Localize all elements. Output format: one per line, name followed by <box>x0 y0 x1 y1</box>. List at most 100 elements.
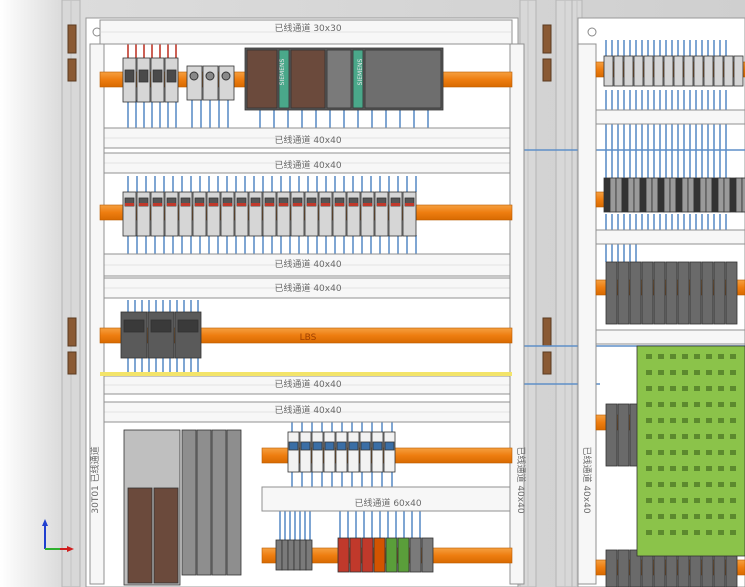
terminal-block <box>287 539 295 571</box>
io-module <box>665 261 678 325</box>
plate-slot <box>694 450 700 455</box>
terminal-block <box>687 177 695 213</box>
relay <box>287 431 300 473</box>
plate-slot <box>658 466 664 471</box>
terminal-block <box>663 55 674 87</box>
plate-slot <box>670 530 676 535</box>
breaker-stripe <box>237 203 246 206</box>
terminal-block <box>653 55 664 87</box>
plate-slot <box>658 530 664 535</box>
terminal-block <box>723 55 734 87</box>
terminal-block <box>675 177 683 213</box>
drive-axis-module <box>226 429 242 576</box>
plate-slot <box>682 530 688 535</box>
terminal-block <box>633 177 641 213</box>
right-vertical-label-a: 已线通道 40x40 <box>515 446 527 513</box>
fuse-cap <box>221 71 231 81</box>
relay <box>371 431 384 473</box>
plate-slot <box>670 354 676 359</box>
plate-slot <box>706 530 712 535</box>
rail-label: LBS <box>300 333 317 343</box>
devices <box>120 47 745 587</box>
terminal-block <box>603 55 614 87</box>
plate-slot <box>658 434 664 439</box>
plate-slot <box>682 434 688 439</box>
plate-slot <box>646 418 652 423</box>
plate-slot <box>682 354 688 359</box>
plate-slot <box>706 402 712 407</box>
plate-slot <box>694 434 700 439</box>
terminal-block <box>651 177 659 213</box>
plate-slot <box>646 370 652 375</box>
hinge <box>67 317 77 347</box>
plate-slot <box>682 498 688 503</box>
plate-slot <box>694 498 700 503</box>
contactor <box>147 311 175 359</box>
plate-slot <box>694 482 700 487</box>
plate-slot <box>694 386 700 391</box>
plate-slot <box>706 370 712 375</box>
relay-coil <box>372 441 383 451</box>
contactor <box>174 311 202 359</box>
breaker-stripe <box>279 203 288 206</box>
plate-slot <box>706 434 712 439</box>
plate-slot <box>682 482 688 487</box>
relay <box>311 431 324 473</box>
plate-slot <box>670 386 676 391</box>
drive-axis-module <box>181 429 197 576</box>
vertical-trunking-label: 30T01 已线通道 <box>89 446 101 513</box>
terminal-block <box>621 177 629 213</box>
fuse-holder <box>218 65 235 101</box>
plc-power-supply <box>246 49 278 109</box>
fuse-holder <box>202 65 219 101</box>
plate-slot <box>682 466 688 471</box>
terminal-block-colored <box>397 537 410 573</box>
terminal-block <box>681 177 689 213</box>
io-module <box>605 403 618 467</box>
plate-slot <box>718 498 724 503</box>
terminal-block <box>723 177 731 213</box>
io-module <box>629 549 642 587</box>
terminal-block <box>633 55 644 87</box>
plate-slot <box>694 418 700 423</box>
terminal-block <box>711 177 719 213</box>
terminal-block <box>703 55 714 87</box>
plate-slot <box>718 402 724 407</box>
plate-slot <box>706 466 712 471</box>
plate-slot <box>646 386 652 391</box>
plate-slot <box>682 402 688 407</box>
breaker-stripe <box>167 203 176 206</box>
breaker-stripe <box>223 203 232 206</box>
plate-slot <box>718 514 724 519</box>
plate-slot <box>670 514 676 519</box>
terminal-block <box>645 177 653 213</box>
terminal-block-colored <box>373 537 386 573</box>
terminal-block <box>733 55 744 87</box>
drive-axis-module <box>211 429 227 576</box>
terminal-block-colored <box>385 537 398 573</box>
relay-coil <box>348 441 359 451</box>
hinge <box>67 58 77 82</box>
contactor-face <box>177 319 199 333</box>
relay <box>299 431 312 473</box>
terminal-block <box>609 177 617 213</box>
trunking-label-5: 已线通道 40x40 <box>274 282 341 294</box>
plate-slot <box>706 450 712 455</box>
plate-slot <box>718 530 724 535</box>
contactor <box>120 311 148 359</box>
plate-slot <box>718 434 724 439</box>
plate-slot <box>682 386 688 391</box>
terminal-block <box>693 177 701 213</box>
plate-slot <box>730 386 736 391</box>
terminal-block <box>669 177 677 213</box>
plate-slot <box>718 354 724 359</box>
io-module <box>701 261 714 325</box>
hinge <box>67 351 77 375</box>
din-rail <box>99 327 513 344</box>
terminal-block <box>639 177 647 213</box>
io-module <box>629 261 642 325</box>
plate-slot <box>658 450 664 455</box>
io-module <box>605 261 618 325</box>
trunking-label-2: 已线通道 40x40 <box>274 134 341 146</box>
